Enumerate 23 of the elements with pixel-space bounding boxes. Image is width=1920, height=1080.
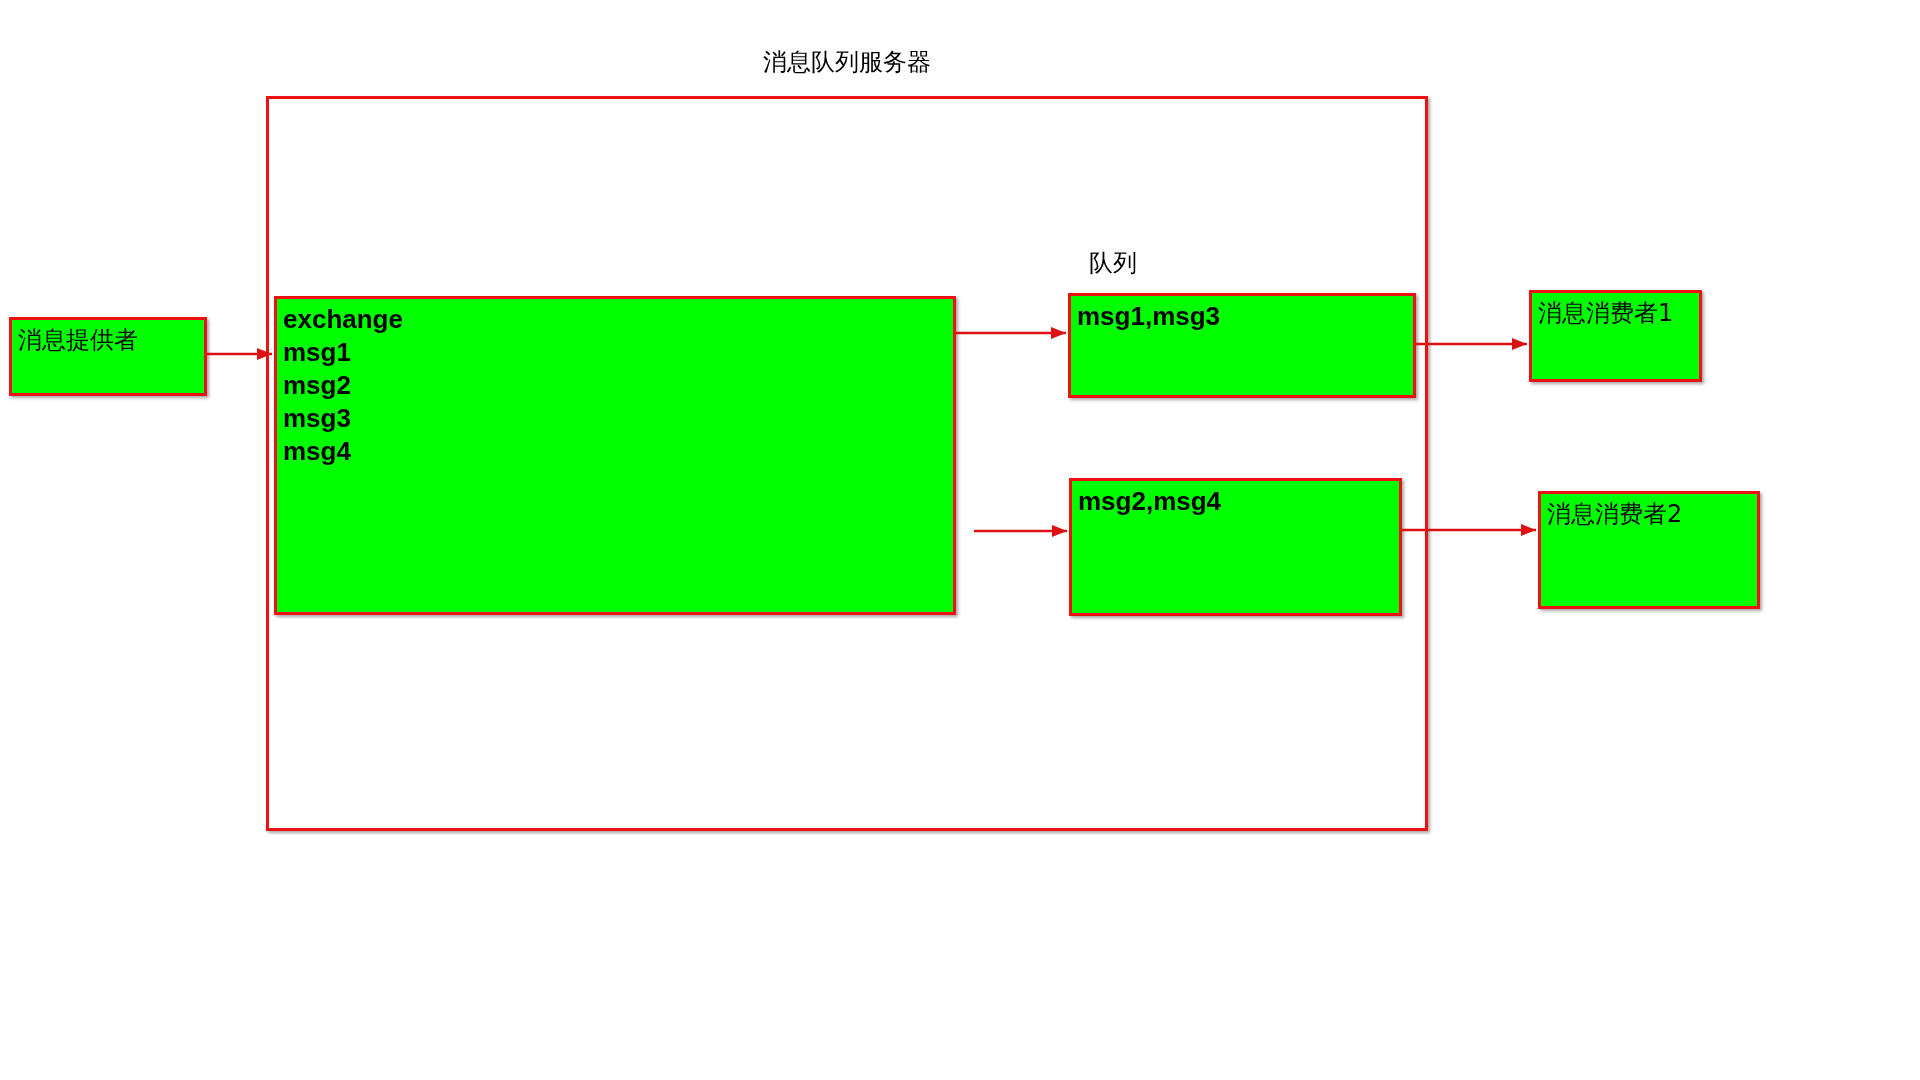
box-text: 消息提供者 bbox=[18, 325, 139, 356]
box-text: msg1,msg3 bbox=[1077, 300, 1222, 333]
arrow bbox=[974, 525, 1067, 537]
box-text: 消息消费者2 bbox=[1547, 499, 1684, 530]
arrow bbox=[207, 348, 272, 360]
exchange-box bbox=[274, 296, 956, 615]
box-text: msg4 bbox=[283, 435, 352, 468]
box-text: msg2 bbox=[283, 369, 352, 402]
queue-box bbox=[1069, 478, 1402, 616]
box-text: msg3 bbox=[283, 402, 352, 435]
queue-box bbox=[1068, 293, 1416, 398]
queue-heading: 队列 bbox=[1089, 248, 1137, 278]
box-text: 消息消费者1 bbox=[1538, 298, 1675, 329]
consumer-box bbox=[1538, 491, 1760, 609]
arrow bbox=[1402, 524, 1536, 536]
arrow bbox=[1416, 338, 1527, 350]
box-text: msg1 bbox=[283, 336, 352, 369]
box-text: exchange bbox=[283, 303, 404, 336]
consumer-box bbox=[1529, 290, 1702, 382]
arrow bbox=[956, 327, 1066, 339]
server-title: 消息队列服务器 bbox=[762, 47, 932, 77]
box-text: msg2,msg4 bbox=[1078, 485, 1223, 518]
producer-box bbox=[9, 317, 207, 396]
